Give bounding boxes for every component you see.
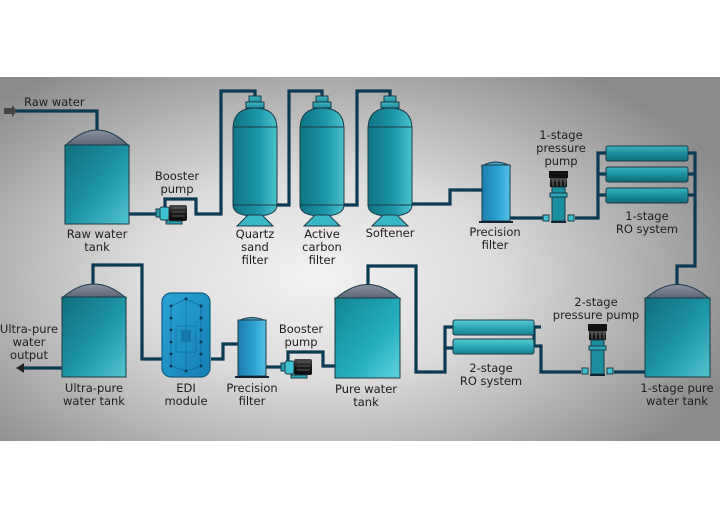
- label-quartz-2: sand: [241, 240, 269, 254]
- label-ro1-b: RO system: [616, 222, 678, 236]
- label-quartz-3: filter: [242, 253, 269, 267]
- label-carbon-2: carbon: [302, 240, 342, 254]
- pipe-precision2-to-edi: [211, 342, 238, 361]
- label-booster-pump-1b: pump: [160, 182, 193, 196]
- label-pure-tank-b: tank: [353, 395, 379, 409]
- label-ultrapure-tank-a: Ultra-pure: [65, 381, 123, 395]
- label-carbon-1: Active: [304, 227, 340, 241]
- label-output-b: water: [13, 335, 46, 349]
- label-ultrapure-tank-b: water tank: [63, 394, 125, 408]
- label-softener: Softener: [366, 226, 415, 240]
- booster-pump-1: [155, 205, 187, 225]
- pipes: [4, 89, 697, 374]
- pipe-pump2-to-ro2: [532, 325, 581, 374]
- label-pump1-c: pump: [544, 154, 577, 168]
- label-pump1-a: 1-stage: [539, 128, 582, 142]
- pipe-quartz-to-carbon: [276, 89, 324, 207]
- label-pump1-b: pressure: [536, 141, 586, 155]
- pipe-pure-tank-to-booster2: [286, 350, 335, 368]
- label-raw-water-tank-1: Raw water: [67, 227, 128, 241]
- label-booster-pump-1a: Booster: [155, 169, 200, 183]
- softener: [367, 95, 413, 227]
- booster-pump-2: [280, 359, 312, 379]
- label-raw-water-inlet: Raw water: [24, 95, 85, 109]
- pipe-ro1-to-stage1-tank: [675, 151, 697, 287]
- pure-water-tank: [333, 284, 402, 379]
- label-ro2-a: 2-stage: [469, 361, 512, 375]
- pipe-softener-to-precision: [411, 188, 483, 206]
- stage2-ro-system: [452, 319, 535, 355]
- label-pump2-b: pressure pump: [553, 308, 639, 322]
- ro-membrane: [605, 187, 689, 204]
- ultra-pure-water-tank: [60, 283, 128, 378]
- label-ro1-a: 1-stage: [625, 209, 668, 223]
- ro-membrane: [605, 145, 689, 162]
- pipe-ro2-return: [366, 264, 421, 374]
- label-stage1-tank-a: 1-stage pure: [640, 381, 713, 395]
- ro-membrane: [452, 338, 535, 355]
- label-ro2-b: RO system: [460, 374, 522, 388]
- quartz-sand-filter: [232, 95, 278, 227]
- stage1-pressure-pump: [542, 171, 575, 223]
- label-pure-tank-a: Pure water: [335, 382, 397, 396]
- pipe-ro2-to-pure-tank: [421, 325, 453, 374]
- label-output-a: Ultra-pure: [0, 322, 58, 336]
- label-precision-2b: filter: [239, 394, 266, 408]
- pipe-raw-water-inlet: [14, 109, 99, 132]
- label-pump2-a: 2-stage: [574, 295, 617, 309]
- label-booster-pump-2a: Booster: [279, 322, 324, 336]
- label-stage1-tank-b: water tank: [646, 394, 708, 408]
- label-carbon-3: filter: [309, 253, 336, 267]
- inlet-arrow-icon: [4, 105, 17, 117]
- precision-filter-1: [479, 161, 513, 223]
- precision-filter-2: [235, 317, 269, 378]
- stage1-pure-water-tank: [643, 284, 712, 378]
- stage1-ro-system: [605, 145, 689, 204]
- pipe-edi-to-ultrapure-tank: [91, 263, 162, 361]
- ro-membrane: [605, 166, 689, 183]
- label-precision-1b: filter: [482, 238, 509, 252]
- ro-membrane: [452, 319, 535, 336]
- pipe-booster-to-quartz: [163, 89, 257, 216]
- label-booster-pump-2b: pump: [284, 335, 317, 349]
- pipe-carbon-to-softener: [344, 89, 392, 207]
- label-edi-a: EDI: [176, 381, 196, 395]
- label-quartz-1: Quartz: [236, 227, 275, 241]
- pipe-pump1-to-ro1: [575, 151, 606, 220]
- label-edi-b: module: [164, 394, 207, 408]
- label-raw-water-tank-2: tank: [84, 240, 110, 254]
- edi-module: [161, 292, 211, 378]
- output-arrow-icon: [16, 363, 24, 373]
- active-carbon-filter: [299, 95, 345, 227]
- label-precision-2a: Precision: [226, 381, 277, 395]
- label-precision-1a: Precision: [469, 225, 520, 239]
- stage2-pressure-pump: [581, 324, 614, 376]
- raw-water-tank: [63, 129, 131, 225]
- label-output-c: output: [10, 348, 48, 362]
- labels: Raw water Raw water tank Booster pump Qu…: [0, 95, 714, 409]
